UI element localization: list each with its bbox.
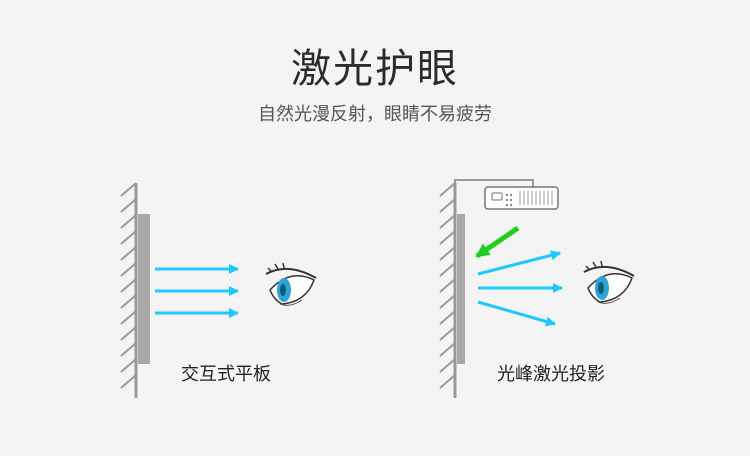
right-wall-icon (439, 182, 457, 398)
page-subtitle: 自然光漫反射，眼睛不易疲劳 (258, 104, 492, 125)
projector-mount (454, 179, 534, 188)
left-eye-icon (265, 262, 317, 307)
interactive-panel-screen (138, 214, 150, 364)
projection-screen (457, 214, 465, 364)
right-reflected-rays (477, 250, 563, 327)
laser-beam (475, 225, 520, 259)
left-wall-icon (120, 182, 138, 398)
projector-icon (484, 186, 559, 210)
laser-projector-label: 光峰激光投影 (497, 364, 605, 385)
right-eye-icon (583, 260, 635, 305)
page-title: 激光护眼 (291, 46, 459, 92)
left-light-rays (155, 264, 239, 318)
interactive-panel-label: 交互式平板 (181, 364, 271, 385)
